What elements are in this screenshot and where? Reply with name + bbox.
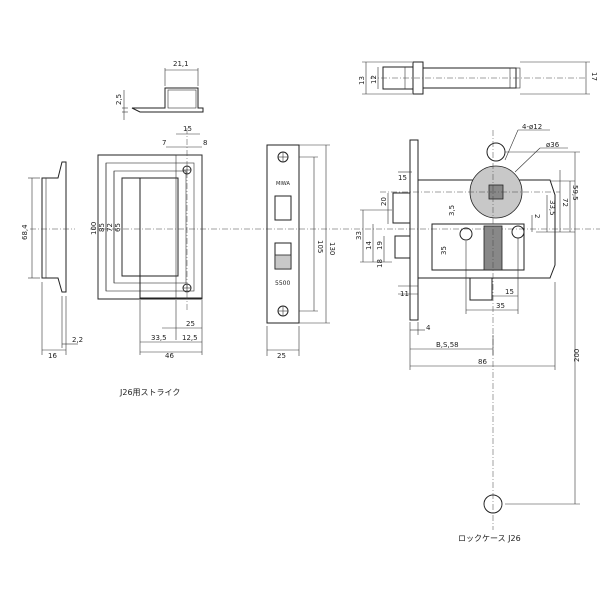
plate-mark-5500: 5500 bbox=[275, 280, 290, 287]
dim-case-20: 20 bbox=[380, 197, 388, 206]
dim-65: 65 bbox=[114, 223, 122, 232]
dim-68-4: 68,4 bbox=[21, 224, 29, 240]
dim-case-35b: 35 bbox=[496, 302, 505, 310]
dim-12: 12 bbox=[370, 75, 378, 84]
dim-case-11: 11 bbox=[400, 290, 409, 298]
dim-21-1: 21,1 bbox=[173, 60, 189, 68]
dim-plate-25: 25 bbox=[277, 352, 286, 360]
dim-85: 85 bbox=[98, 223, 106, 232]
dim-case-35a: 35 bbox=[440, 246, 448, 255]
strike-caption: J26用ストライク bbox=[119, 388, 180, 397]
dim-12-5: 12,5 bbox=[182, 334, 198, 342]
dim-16: 16 bbox=[48, 352, 57, 360]
dim-dia36: ø36 bbox=[546, 141, 560, 149]
lock-case-view bbox=[360, 129, 580, 530]
dim-2-2: 2,2 bbox=[72, 336, 83, 344]
dim-case-4: 4 bbox=[426, 324, 431, 332]
dim-33-5: 33,5 bbox=[151, 334, 167, 342]
dim-case-59-5: 59,5 bbox=[571, 185, 579, 201]
dim-case-72: 72 bbox=[561, 198, 569, 207]
dim-case-19: 19 bbox=[376, 241, 384, 250]
strike-front-view bbox=[90, 128, 600, 355]
dim-case-15a: 15 bbox=[398, 174, 407, 182]
dim-130: 130 bbox=[328, 242, 336, 255]
dim-case-18: 18 bbox=[376, 259, 384, 268]
dim-case-14: 14 bbox=[365, 241, 373, 250]
dim-17: 17 bbox=[590, 72, 598, 81]
lock-case-caption: ロックケース J26 bbox=[458, 534, 521, 543]
strike-top-profile bbox=[122, 68, 204, 120]
dim-15: 15 bbox=[183, 125, 192, 133]
dim-8: 8 bbox=[203, 139, 207, 147]
dim-100: 100 bbox=[90, 222, 98, 235]
plate-mark-miwa: MIWA bbox=[276, 181, 290, 187]
dim-case-200: 200 bbox=[573, 349, 581, 362]
dim-case-33: 33 bbox=[355, 231, 363, 240]
dim-105: 105 bbox=[316, 240, 324, 253]
dim-46: 46 bbox=[165, 352, 174, 360]
dim-13: 13 bbox=[358, 76, 366, 85]
dim-case-2: 2 bbox=[533, 214, 541, 218]
dim-case-33-5: 33,5 bbox=[548, 200, 556, 216]
dim-2-5: 2,5 bbox=[115, 94, 123, 105]
dim-72: 72 bbox=[106, 223, 114, 232]
dim-25: 25 bbox=[186, 320, 195, 328]
dim-case-3-5: 3,5 bbox=[448, 205, 456, 216]
dim-case-15b: 15 bbox=[505, 288, 514, 296]
latch-bolt-view bbox=[362, 61, 590, 95]
dim-bs58: B,S,58 bbox=[436, 341, 459, 349]
dim-4-holes-d12: 4-ø12 bbox=[522, 123, 542, 131]
front-plate-view bbox=[266, 144, 330, 356]
strike-side-profile bbox=[28, 161, 78, 355]
dim-case-86: 86 bbox=[478, 358, 487, 366]
dim-7: 7 bbox=[162, 139, 166, 147]
